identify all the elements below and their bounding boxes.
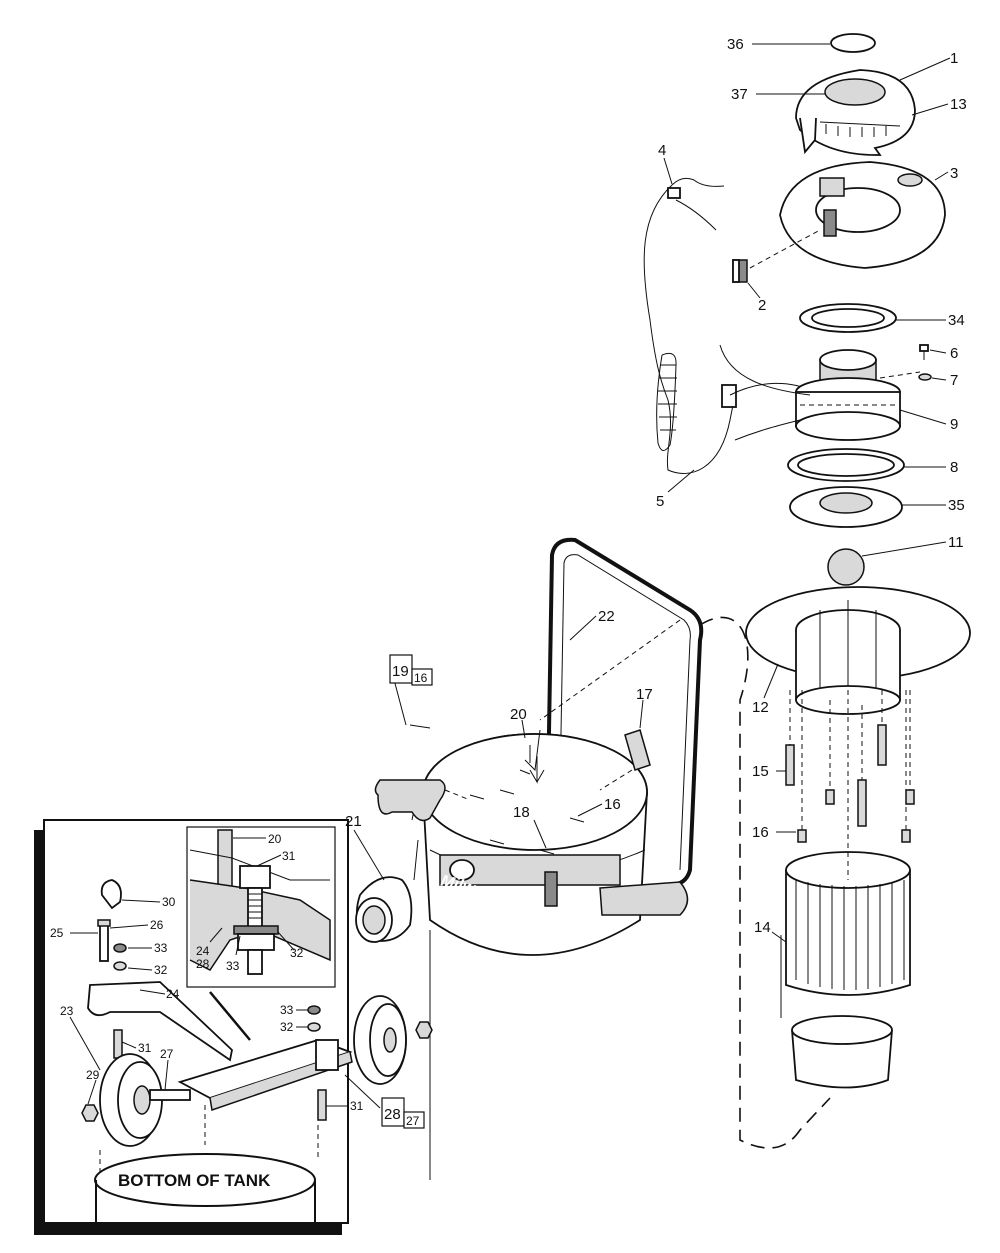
inset-callout-33b: 33 xyxy=(280,1003,294,1017)
callout-3: 3 xyxy=(950,165,958,182)
screw-6 xyxy=(919,344,929,360)
inset-callout-31c: 31 xyxy=(350,1099,364,1113)
callout-11: 11 xyxy=(948,534,964,551)
inset-callout-23: 23 xyxy=(60,1004,74,1018)
detail-callout-24: 24 xyxy=(196,944,210,958)
latch-17 xyxy=(599,729,651,791)
caster-parts xyxy=(81,879,433,1222)
motor-cover-3 xyxy=(779,161,946,269)
detail-callout-33: 33 xyxy=(226,959,240,973)
inset-callout-27: 27 xyxy=(160,1047,174,1061)
filter-plate-35 xyxy=(789,486,903,528)
bottom-of-tank-label: BOTTOM OF TANK xyxy=(118,1171,271,1190)
filter-sleeve xyxy=(791,1015,893,1089)
callout-2: 2 xyxy=(758,297,766,314)
inset-callout-29: 29 xyxy=(86,1068,100,1082)
inset-callout-30: 30 xyxy=(162,895,176,909)
inset-callout-33: 33 xyxy=(154,941,168,955)
bolt-detail xyxy=(186,826,336,1041)
motor-9 xyxy=(719,344,921,441)
latch-19 xyxy=(374,779,471,822)
callout-16-head: 16 xyxy=(604,796,621,813)
callout-8: 8 xyxy=(950,459,958,476)
inset-callout-32: 32 xyxy=(154,963,168,977)
callout-20: 20 xyxy=(510,706,527,723)
inset-callout-26: 26 xyxy=(150,918,164,932)
callout-14: 14 xyxy=(754,919,771,936)
callout-35: 35 xyxy=(948,497,965,514)
boxed-sub-16: 16 xyxy=(414,671,428,685)
callout-17: 17 xyxy=(636,686,653,703)
callout-37: 37 xyxy=(731,86,748,103)
callout-34: 34 xyxy=(948,312,965,329)
boxed-label-28-27: 28 27 xyxy=(381,1097,425,1129)
cartridge-filter-14 xyxy=(785,600,911,996)
washer-7 xyxy=(918,373,932,381)
inset-callout-32b: 32 xyxy=(280,1020,294,1034)
inset-callout-25: 25 xyxy=(50,926,64,940)
detail-callout-32: 32 xyxy=(290,946,304,960)
gasket-34 xyxy=(799,303,897,333)
inset-callout-31b: 31 xyxy=(138,1041,152,1055)
inset-callout-24: 24 xyxy=(166,987,180,1001)
lid-12 xyxy=(745,586,971,715)
top-cover-1 xyxy=(795,69,916,156)
leader-lines xyxy=(69,43,951,1109)
callout-36: 36 xyxy=(727,36,744,53)
power-cord-5 xyxy=(643,177,816,474)
tank-head-20 xyxy=(411,729,689,956)
switch-2 xyxy=(732,229,821,283)
gasket-8 xyxy=(787,448,905,482)
callout-numbers: 36 1 37 13 3 4 2 34 6 7 9 8 5 35 11 22 1… xyxy=(50,36,967,1113)
hose-cuff-21 xyxy=(355,876,413,943)
callout-18: 18 xyxy=(513,804,530,821)
callout-1: 1 xyxy=(950,50,958,67)
assembly-path xyxy=(699,616,831,1149)
callout-15: 15 xyxy=(752,763,769,780)
detail-callout-28: 28 xyxy=(196,957,210,971)
boxed-main-19: 19 xyxy=(392,663,409,680)
inset-callout-31: 31 xyxy=(282,849,296,863)
float-ball-11 xyxy=(827,548,865,586)
boxed-sub-27: 27 xyxy=(406,1114,420,1128)
callout-6: 6 xyxy=(950,345,958,362)
callout-12: 12 xyxy=(752,699,769,716)
callout-9: 9 xyxy=(950,416,958,433)
callout-4: 4 xyxy=(658,142,666,159)
inset-callout-20: 20 xyxy=(268,832,282,846)
callout-7: 7 xyxy=(950,372,958,389)
screws-15-16 xyxy=(785,690,915,843)
callout-22: 22 xyxy=(598,608,615,625)
boxed-main-28: 28 xyxy=(384,1106,401,1123)
callout-21: 21 xyxy=(345,813,362,830)
callout-16-lid: 16 xyxy=(752,824,769,841)
callout-13: 13 xyxy=(950,96,967,113)
cap-36 xyxy=(830,33,876,53)
boxed-label-19-16: 19 16 xyxy=(389,654,433,686)
callout-5: 5 xyxy=(656,493,664,510)
